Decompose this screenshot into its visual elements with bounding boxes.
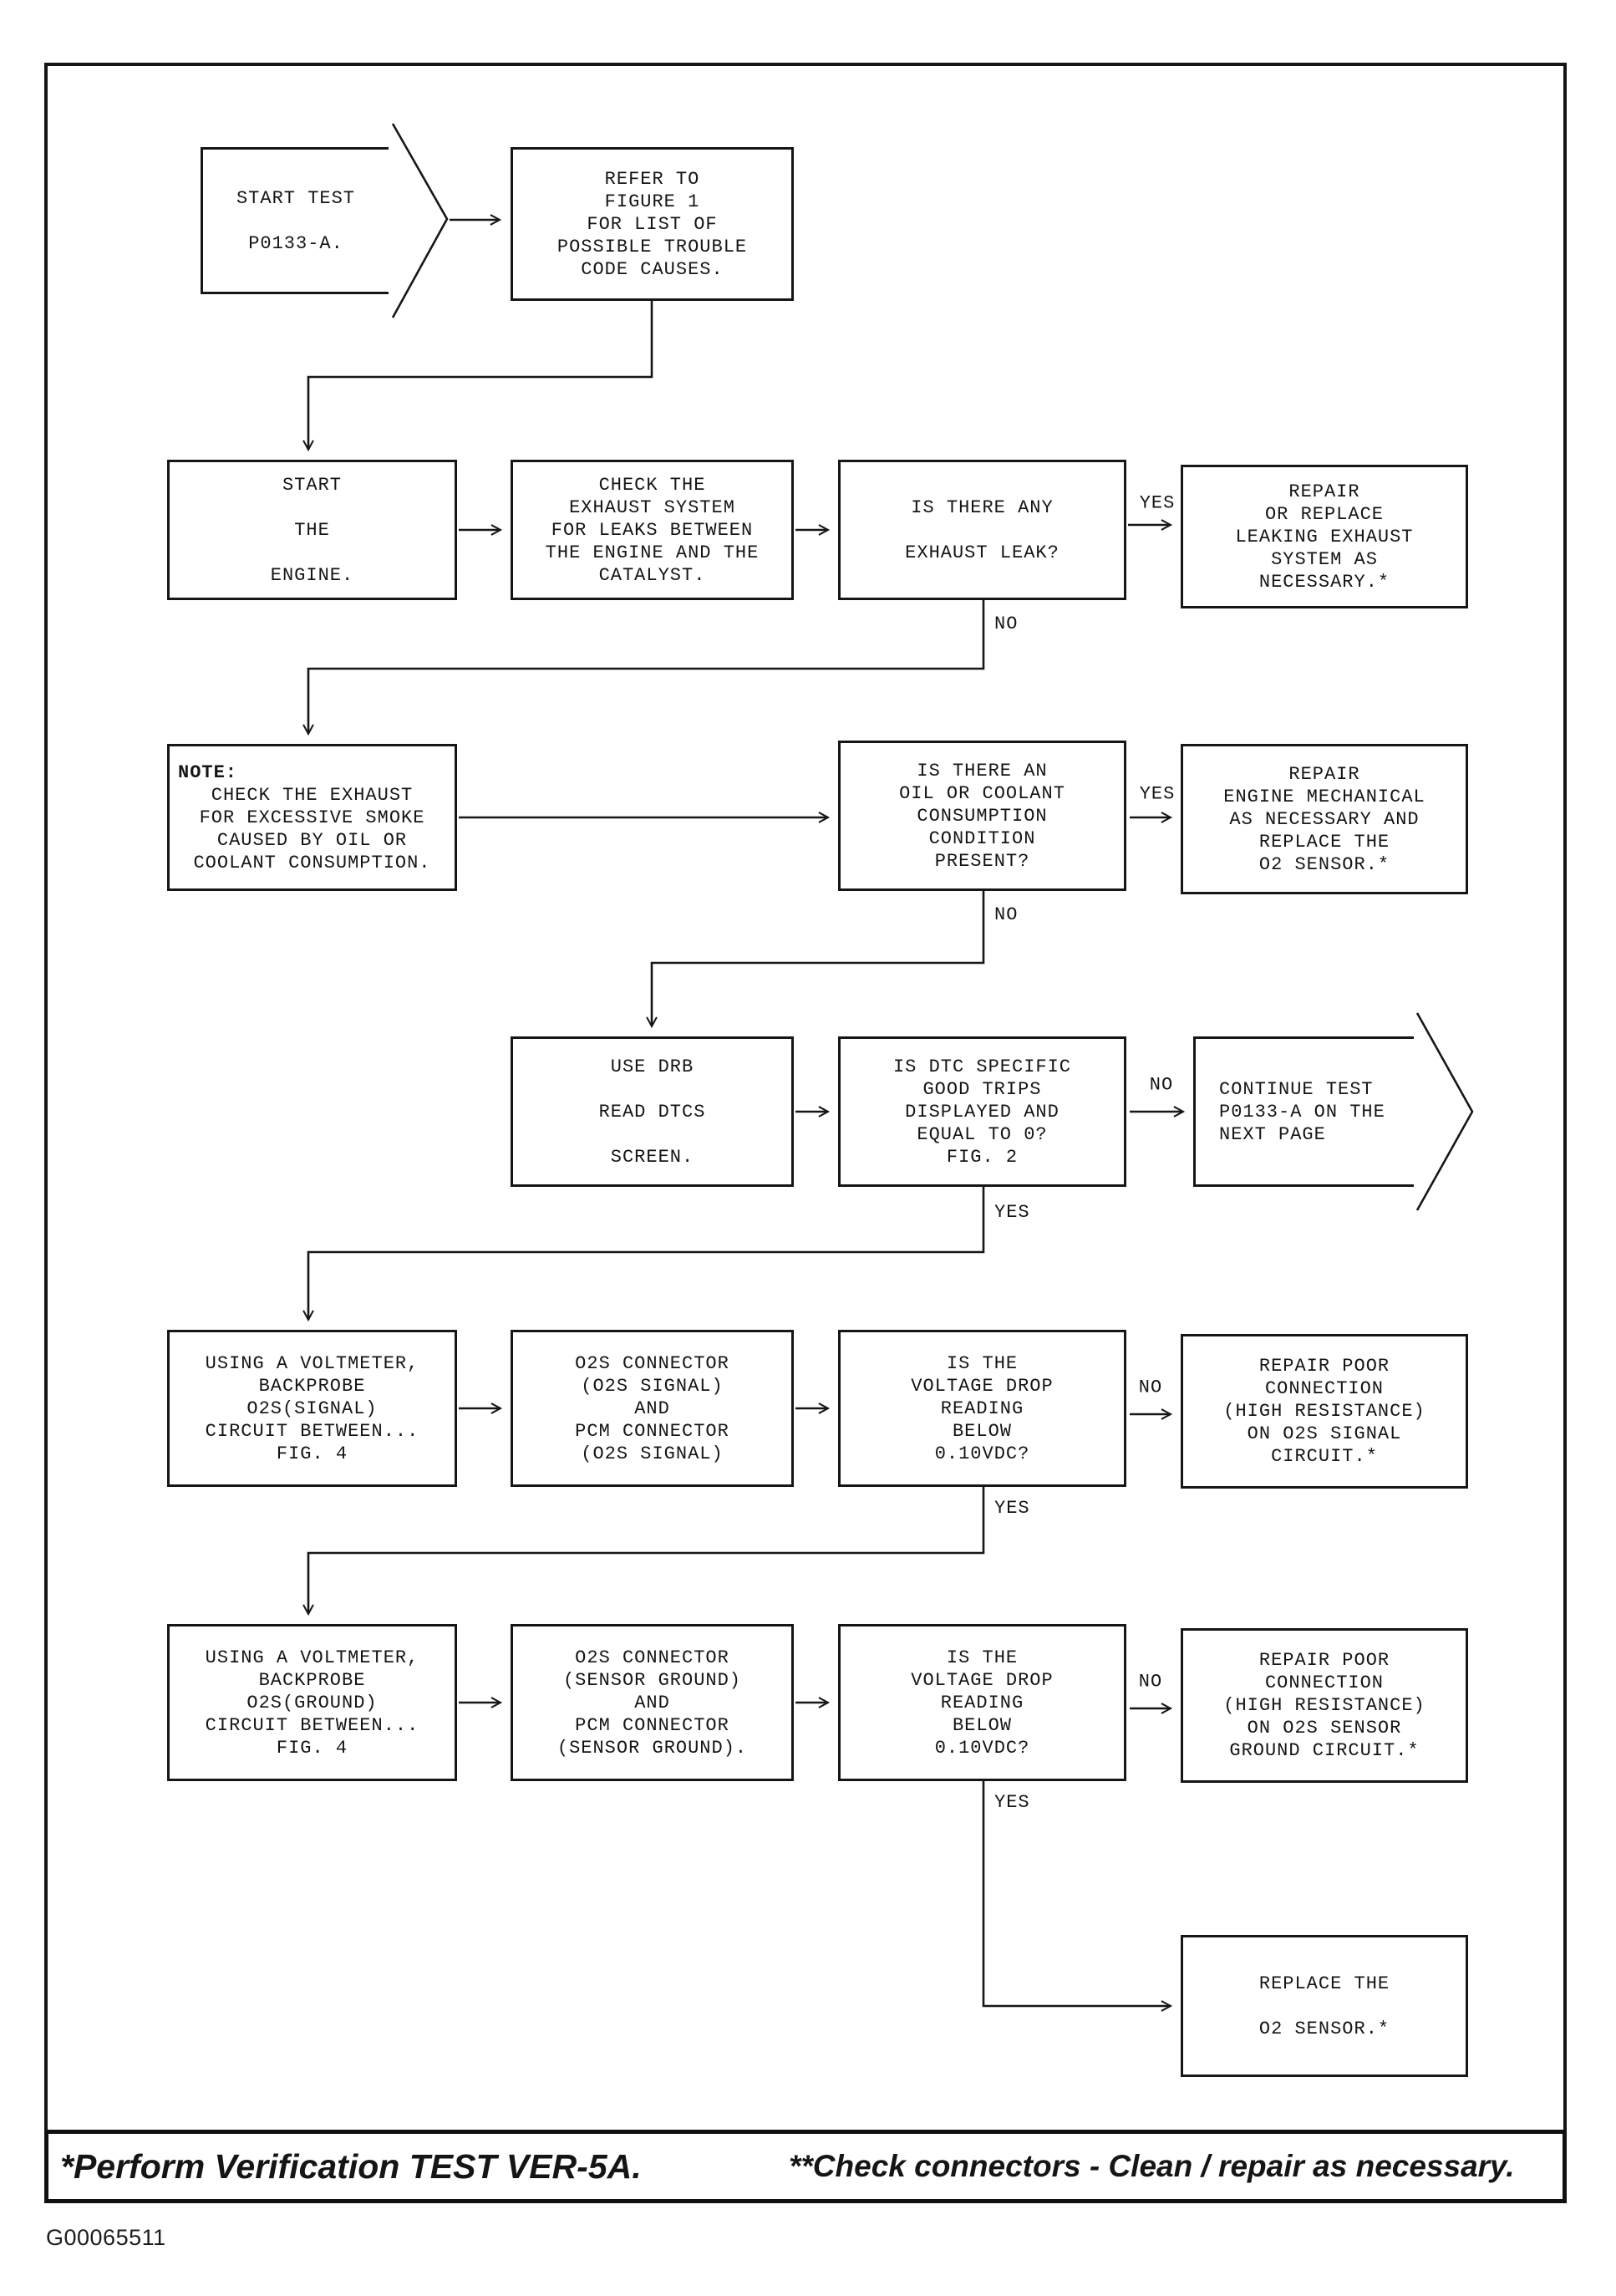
node-note-check-smoke: NOTE: CHECK THE EXHAUST FOR EXCESSIVE SM… (167, 744, 457, 891)
node-question-voltage-drop-ground: IS THE VOLTAGE DROP READING BELOW 0.10VD… (838, 1624, 1126, 1781)
node-repair-signal-circuit: REPAIR POOR CONNECTION (HIGH RESISTANCE)… (1181, 1334, 1468, 1489)
node-refer-figure-1: REFER TO FIGURE 1 FOR LIST OF POSSIBLE T… (511, 147, 794, 301)
edge-label-yes-vdrop-signal: YES (994, 1498, 1030, 1519)
continue-arrow-shape (1415, 1012, 1474, 1211)
edge-qvdrop2-yes (982, 1781, 1173, 2012)
node-start-engine: START THE ENGINE. (167, 460, 457, 600)
node-repair-exhaust-system: REPAIR OR REPLACE LEAKING EXHAUST SYSTEM… (1181, 465, 1468, 608)
edge-qoil-no (646, 891, 985, 1029)
edge-qdtc-yes (302, 1187, 985, 1322)
node-question-dtc-good-trips: IS DTC SPECIFIC GOOD TRIPS DISPLAYED AND… (838, 1036, 1126, 1187)
node-voltmeter-backprobe-signal: USING A VOLTMETER, BACKPROBE O2S(SIGNAL)… (167, 1330, 457, 1487)
edge-refer-to-startengine (302, 301, 653, 452)
edge-label-yes-vdrop-ground: YES (994, 1792, 1030, 1813)
edge-label-no-vdrop-signal: NO (1138, 1377, 1163, 1398)
edge-label-yes-oil-coolant: YES (1139, 783, 1176, 805)
edge-label-no-oil-coolant: NO (994, 904, 1019, 925)
edge-label-no-exhaust-leak: NO (994, 613, 1019, 634)
node-use-drb: USE DRB READ DTCS SCREEN. (511, 1036, 794, 1187)
node-o2s-pcm-connector-ground: O2S CONNECTOR (SENSOR GROUND) AND PCM CO… (511, 1624, 794, 1781)
node-o2s-pcm-connector-signal: O2S CONNECTOR (O2S SIGNAL) AND PCM CONNE… (511, 1330, 794, 1487)
note-body: CHECK THE EXHAUST FOR EXCESSIVE SMOKE CA… (193, 784, 431, 873)
node-check-exhaust-system: CHECK THE EXHAUST SYSTEM FOR LEAKS BETWE… (511, 460, 794, 600)
node-voltmeter-backprobe-ground: USING A VOLTMETER, BACKPROBE O2S(GROUND)… (167, 1624, 457, 1781)
node-question-exhaust-leak: IS THERE ANY EXHAUST LEAK? (838, 460, 1126, 600)
footer-note-verification: *Perform Verification TEST VER-5A. (44, 2130, 783, 2203)
node-start-test: START TEST P0133-A. (201, 147, 389, 294)
edge-qleak-no (302, 600, 985, 736)
node-question-oil-coolant: IS THERE AN OIL OR COOLANT CONSUMPTION C… (838, 741, 1126, 891)
node-continue-test-next-page: CONTINUE TEST P0133-A ON THE NEXT PAGE (1193, 1036, 1414, 1187)
edge-qvdrop1-yes (302, 1487, 985, 1616)
node-replace-o2-sensor: REPLACE THE O2 SENSOR.* (1181, 1935, 1468, 2077)
footer-note-verification-text: *Perform Verification TEST VER-5A. (60, 2146, 642, 2186)
edge-label-no-vdrop-ground: NO (1138, 1671, 1163, 1693)
edge-label-yes-dtc-trips: YES (994, 1202, 1030, 1223)
edge-label-yes-exhaust-leak: YES (1139, 492, 1176, 514)
footer-note-connectors: **Check connectors - Clean / repair as n… (779, 2130, 1567, 2203)
edge-label-no-dtc-trips: NO (1149, 1074, 1174, 1096)
node-repair-engine-mechanical: REPAIR ENGINE MECHANICAL AS NECESSARY AN… (1181, 744, 1468, 894)
start-arrow-shape (391, 123, 449, 318)
footer-note-connectors-text: **Check connectors - Clean / repair as n… (789, 2149, 1515, 2183)
node-repair-ground-circuit: REPAIR POOR CONNECTION (HIGH RESISTANCE)… (1181, 1628, 1468, 1783)
node-question-voltage-drop-signal: IS THE VOLTAGE DROP READING BELOW 0.10VD… (838, 1330, 1126, 1487)
figure-id: G00065511 (46, 2225, 166, 2250)
note-title: NOTE: (178, 761, 238, 783)
